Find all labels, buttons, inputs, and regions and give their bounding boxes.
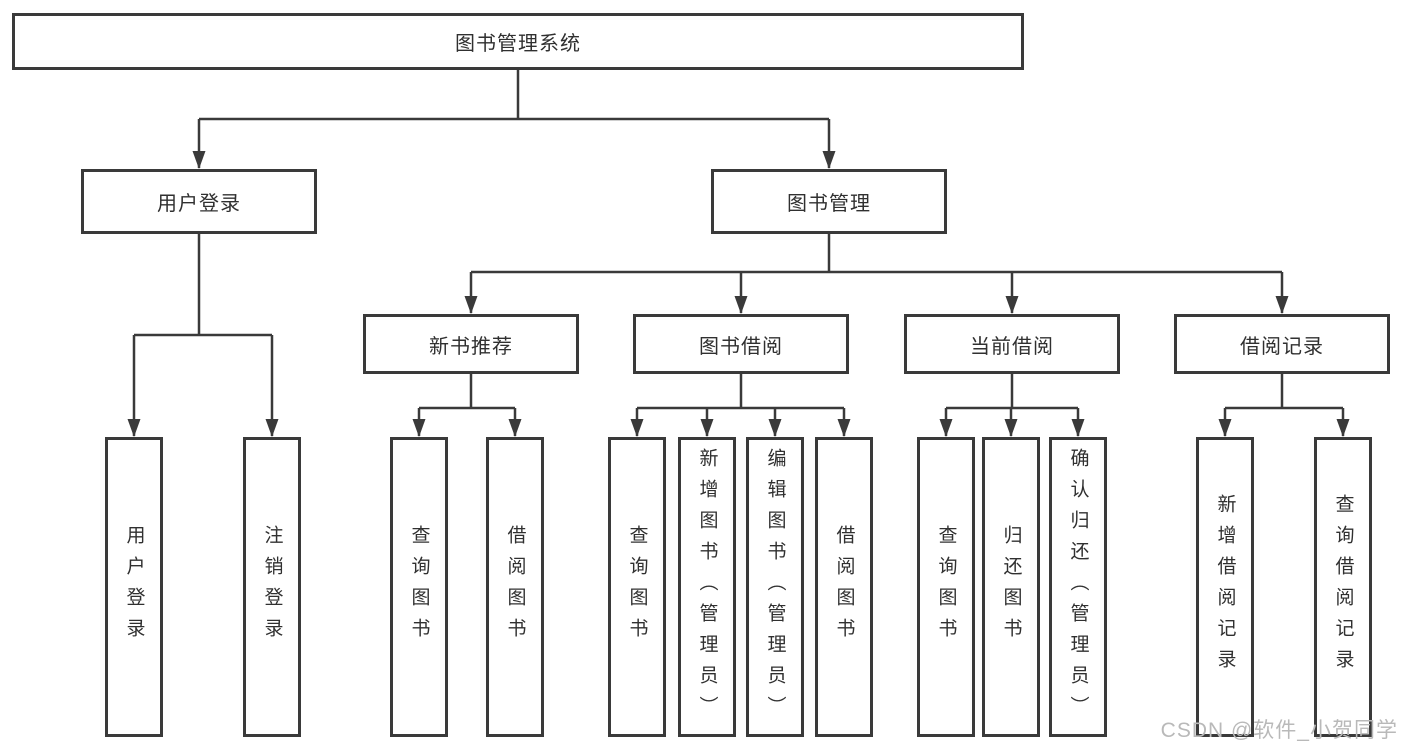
leaf-borrow-books: 借阅图书 (815, 437, 873, 737)
node-new-book-recommend: 新书推荐 (363, 314, 579, 374)
node-current-borrow: 当前借阅 (904, 314, 1120, 374)
leaf-add-borrow-record: 新增借阅记录 (1196, 437, 1254, 737)
leaf-add-borrow-record-label: 新增借阅记录 (1214, 494, 1236, 680)
node-borrow-records: 借阅记录 (1174, 314, 1390, 374)
leaf-user-login-label: 用户登录 (123, 525, 145, 649)
leaf-query-books-borrow-label: 查询图书 (626, 525, 648, 649)
node-book-management: 图书管理 (711, 169, 947, 234)
leaf-query-borrow-record-label: 查询借阅记录 (1332, 494, 1354, 680)
leaf-confirm-return-admin: 确认归还（管理员） (1049, 437, 1107, 737)
leaf-user-login: 用户登录 (105, 437, 163, 737)
leaf-edit-book-admin-label: 编辑图书（管理员） (764, 447, 786, 727)
leaf-add-book-admin: 新增图书（管理员） (678, 437, 736, 737)
node-current-borrow-label: 当前借阅 (970, 335, 1054, 358)
leaf-confirm-return-admin-label: 确认归还（管理员） (1067, 447, 1089, 727)
node-root: 图书管理系统 (12, 13, 1024, 70)
node-book-management-label: 图书管理 (787, 193, 871, 215)
leaf-query-borrow-record: 查询借阅记录 (1314, 437, 1372, 737)
leaf-return-book: 归还图书 (982, 437, 1040, 737)
leaf-borrow-books-recommend-label: 借阅图书 (504, 525, 526, 649)
leaf-return-book-label: 归还图书 (1000, 525, 1022, 649)
leaf-borrow-books-label: 借阅图书 (833, 525, 855, 649)
node-book-borrow: 图书借阅 (633, 314, 849, 374)
leaf-edit-book-admin: 编辑图书（管理员） (746, 437, 804, 737)
leaf-query-books-current: 查询图书 (917, 437, 975, 737)
node-book-borrow-label: 图书借阅 (699, 335, 783, 358)
node-borrow-records-label: 借阅记录 (1240, 335, 1324, 358)
leaf-add-book-admin-label: 新增图书（管理员） (696, 447, 718, 727)
leaf-query-books-recommend-label: 查询图书 (408, 525, 430, 649)
node-root-label: 图书管理系统 (455, 33, 581, 55)
node-user-login-label: 用户登录 (157, 193, 241, 215)
leaf-query-books-borrow: 查询图书 (608, 437, 666, 737)
leaf-query-books-recommend: 查询图书 (390, 437, 448, 737)
node-user-login: 用户登录 (81, 169, 317, 234)
leaf-borrow-books-recommend: 借阅图书 (486, 437, 544, 737)
watermark: CSDN @软件_小贺同学 (1160, 719, 1398, 742)
leaf-logout: 注销登录 (243, 437, 301, 737)
leaf-logout-label: 注销登录 (261, 525, 283, 649)
leaf-query-books-current-label: 查询图书 (935, 525, 957, 649)
node-new-book-recommend-label: 新书推荐 (429, 335, 513, 358)
